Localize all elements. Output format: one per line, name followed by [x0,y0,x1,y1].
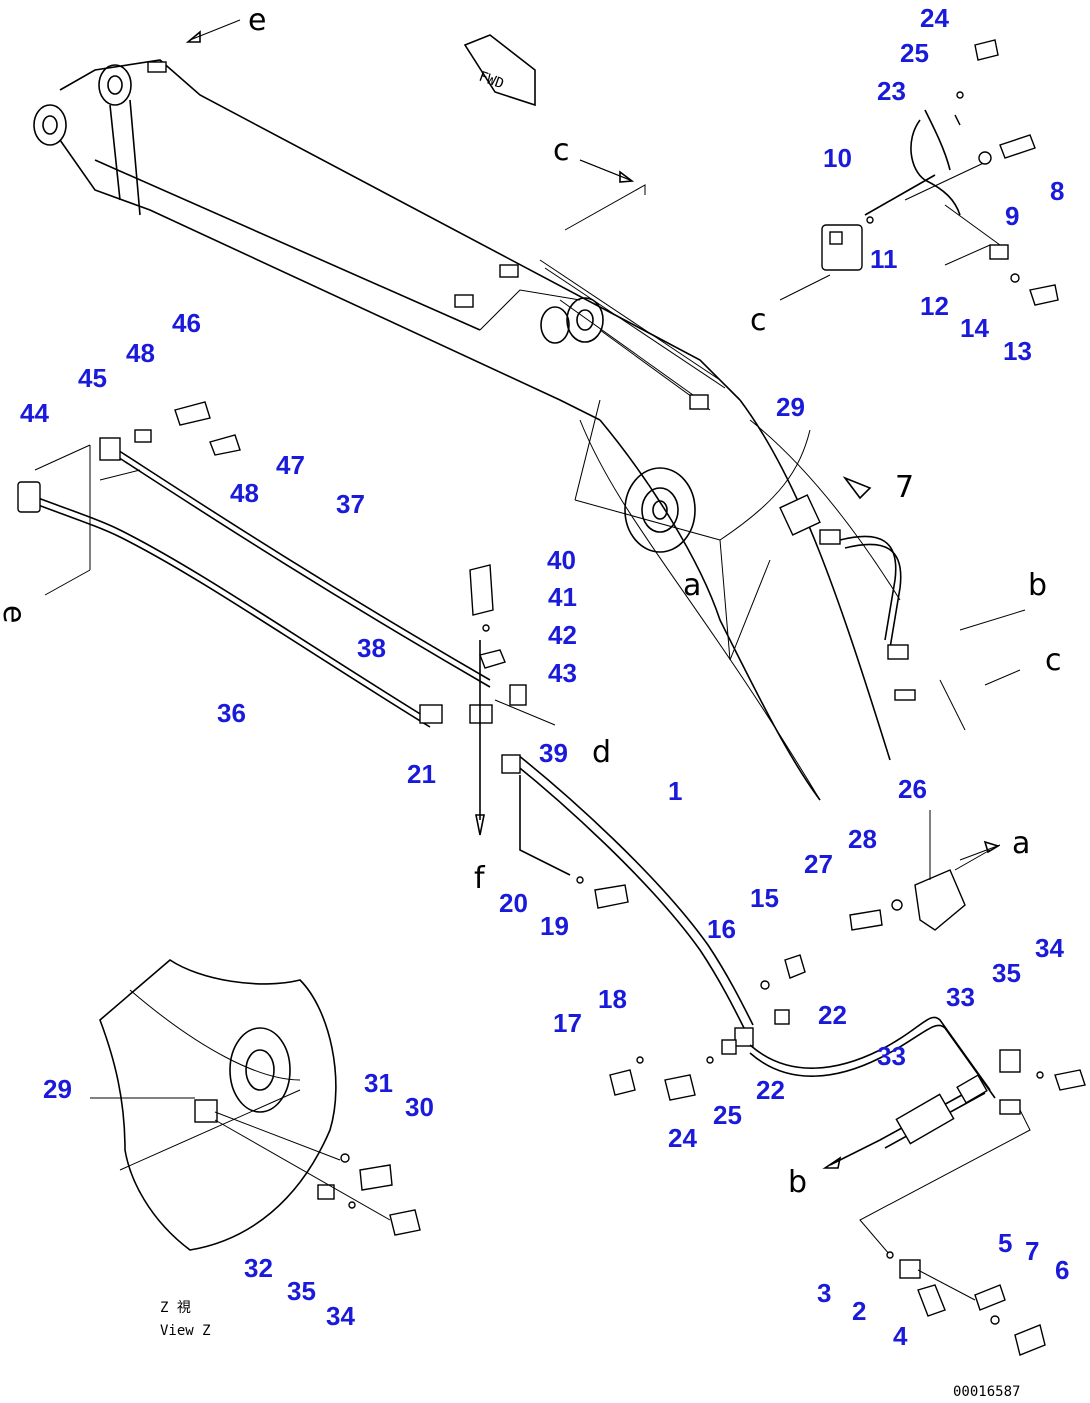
callout-25a: 25 [900,38,929,68]
callout-13: 13 [1003,336,1032,366]
clamp-stack [469,564,556,836]
callout-28: 28 [848,824,877,854]
callout-34a: 34 [1035,933,1064,963]
view-letter-a-mid: a [683,568,701,603]
bracket-29-upper [779,494,966,731]
view-z-detail [90,958,421,1251]
callout-42: 42 [548,620,577,650]
view-letter-b-bottom: b [788,1165,807,1200]
drawing-number: 00016587 [953,1384,1020,1400]
upper-right-assembly [564,39,1059,306]
bracket-assembly [849,810,991,931]
callout-31: 31 [364,1068,393,1098]
callout-48a: 48 [126,338,155,368]
view-caption: View Z [160,1323,211,1339]
callout-47: 47 [276,450,305,480]
callout-35a: 35 [992,958,1021,988]
callout-20: 20 [499,888,528,918]
view-caption-jp: Z 視 [160,1300,191,1316]
callout-34b: 34 [326,1301,355,1331]
callout-8: 8 [1050,176,1064,206]
callout-3: 3 [817,1278,831,1308]
callout-29b: 29 [43,1074,72,1104]
callout-18: 18 [598,984,627,1014]
callout-44: 44 [20,398,49,428]
view-letter-c-top: c [553,133,570,168]
callout-17: 17 [553,1008,582,1038]
callout-22a: 22 [818,1000,847,1030]
left-hose-assembly [17,401,527,728]
right-hose-assembly [749,1016,1086,1256]
callout-22b: 22 [756,1075,785,1105]
callout-labels: 1 2 3 4 5 6 7 8 9 10 11 12 13 14 15 16 1… [20,3,1069,1351]
callout-40: 40 [547,545,576,575]
view-letter-c-mid: c [750,303,767,338]
view-letter-f: f [474,861,486,896]
callout-30: 30 [405,1092,434,1122]
callout-24a: 24 [920,3,949,33]
callout-16: 16 [707,914,736,944]
callout-27: 27 [804,849,833,879]
view-letter-b-right: b [1028,568,1047,603]
boom-structure [33,59,901,801]
callout-26: 26 [898,774,927,804]
callout-6: 6 [1055,1255,1069,1285]
callout-1: 1 [668,776,682,806]
callout-15: 15 [750,883,779,913]
callout-39: 39 [539,738,568,768]
main-hose [501,754,806,1101]
bottom-assembly [886,1251,1046,1356]
view-letter-d: d [592,735,611,770]
callout-46: 46 [172,308,201,338]
callout-24b: 24 [668,1123,697,1153]
callout-43: 43 [548,658,577,688]
callout-33b: 33 [877,1041,906,1071]
callout-11: 11 [870,244,898,274]
view-letter-a-right: a [1012,826,1030,861]
callout-25b: 25 [713,1100,742,1130]
view-letter-7: 7 [895,470,914,505]
callout-10: 10 [823,143,852,173]
view-z-caption: Z 視 View Z [160,1300,211,1339]
view-letter-e-top: e [248,3,266,38]
callout-23: 23 [877,76,906,106]
fwd-label: FWD [477,69,506,93]
callout-12: 12 [920,291,949,321]
callout-21: 21 [407,759,436,789]
callout-2: 2 [852,1296,866,1326]
callout-5: 5 [998,1228,1012,1258]
callout-36: 36 [217,698,246,728]
callout-7: 7 [1025,1236,1039,1266]
callout-37: 37 [336,489,365,519]
view-arrows [185,19,1026,861]
callout-19: 19 [540,911,569,941]
callout-35b: 35 [287,1276,316,1306]
view-letter-c-right: c [1045,643,1062,678]
callout-45: 45 [78,363,107,393]
callout-4: 4 [893,1321,908,1351]
callout-33a: 33 [946,982,975,1012]
callout-14: 14 [960,313,989,343]
callout-41: 41 [548,582,577,612]
callout-29a: 29 [776,392,805,422]
callout-9: 9 [1005,201,1019,231]
view-letter-e-left: e [0,605,31,623]
callout-38: 38 [357,633,386,663]
view-letters: e e c c c b b a a d f 7 [0,3,1062,1200]
callout-48b: 48 [230,478,259,508]
fwd-arrow-icon: FWD [463,34,536,107]
callout-32: 32 [244,1253,273,1283]
